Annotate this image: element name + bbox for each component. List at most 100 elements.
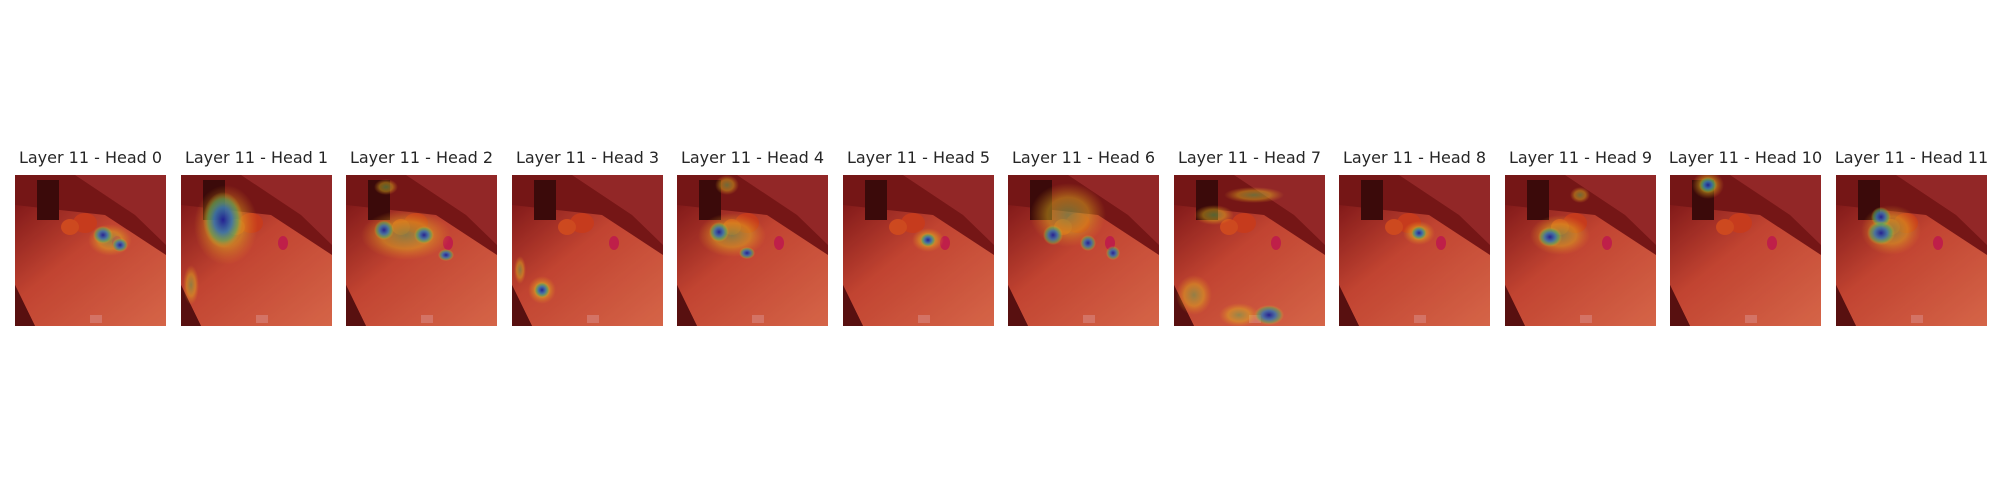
orange-cup	[558, 219, 576, 235]
coffee-machine	[37, 180, 59, 220]
attention-peak	[112, 238, 128, 252]
drawer-handle	[421, 315, 433, 323]
counter-shadow	[346, 285, 366, 326]
drawer-handle	[1414, 315, 1426, 323]
wooden-counter	[843, 205, 994, 326]
wooden-counter	[1339, 205, 1490, 326]
panel-title: Layer 11 - Head 8	[1342, 148, 1487, 167]
drawer-handle	[1083, 315, 1095, 323]
wooden-counter	[1670, 205, 1821, 326]
heatmap-tint	[181, 175, 332, 326]
drawer-handle	[90, 315, 102, 323]
attention-peak	[1106, 246, 1120, 260]
back-wall	[572, 175, 663, 245]
attention-halo	[183, 265, 199, 305]
coffee-machine	[865, 180, 887, 220]
heatmap-tint	[1008, 175, 1159, 326]
drawer-handle	[1911, 315, 1923, 323]
attention-heatmap-image	[512, 175, 663, 326]
heatmap-tint	[15, 175, 166, 326]
attention-peak	[709, 222, 729, 242]
attention-heatmap-image	[181, 175, 332, 326]
attention-heatmap-image	[677, 175, 828, 326]
panel-title: Layer 11 - Head 4	[680, 148, 825, 167]
attention-peak	[438, 249, 454, 261]
back-wall	[1399, 175, 1490, 245]
orange-cup	[61, 219, 79, 235]
attention-peak	[1867, 221, 1895, 245]
attention-peak	[534, 282, 550, 298]
heatmap-tint	[843, 175, 994, 326]
orange-mug	[1232, 213, 1256, 233]
back-wall	[1565, 175, 1656, 245]
attention-peak	[739, 247, 755, 259]
counter-shadow	[1505, 285, 1525, 326]
orange-mug	[1728, 213, 1752, 233]
pink-object	[1436, 236, 1446, 250]
back-wall	[75, 175, 166, 245]
heatmap-tint	[512, 175, 663, 326]
coffee-machine	[1527, 180, 1549, 220]
pink-object	[774, 236, 784, 250]
attention-halo	[1224, 187, 1284, 203]
pink-object	[1602, 236, 1612, 250]
drawer-handle	[1580, 315, 1592, 323]
heatmap-tint	[346, 175, 497, 326]
back-wall	[1896, 175, 1987, 245]
attention-peak	[1080, 235, 1096, 251]
panel-title: Layer 11 - Head 11	[1834, 148, 1989, 167]
pink-object	[609, 236, 619, 250]
orange-cup	[1385, 219, 1403, 235]
counter-shadow	[15, 285, 35, 326]
panel-title: Layer 11 - Head 10	[1668, 148, 1823, 167]
orange-mug	[901, 213, 925, 233]
panel-title: Layer 11 - Head 7	[1177, 148, 1322, 167]
back-wall	[241, 175, 332, 245]
back-wall	[1234, 175, 1325, 245]
coffee-machine	[534, 180, 556, 220]
attention-halo	[1219, 303, 1259, 326]
coffee-machine	[699, 180, 721, 220]
back-wall	[1068, 175, 1159, 245]
pink-object	[1767, 236, 1777, 250]
orange-mug	[570, 213, 594, 233]
coffee-machine	[1361, 180, 1383, 220]
attention-heatmap-image	[1670, 175, 1821, 326]
heatmap-tint	[1339, 175, 1490, 326]
attention-halo	[1570, 187, 1590, 203]
attention-peak	[1538, 227, 1562, 247]
attention-heatmap-image	[1174, 175, 1325, 326]
drawer-handle	[256, 315, 268, 323]
counter-shadow	[1836, 285, 1856, 326]
panel-title: Layer 11 - Head 6	[1011, 148, 1156, 167]
attention-peak	[414, 226, 434, 244]
counter-shadow	[512, 285, 532, 326]
counter-shadow	[1339, 285, 1359, 326]
counter-shadow	[1670, 285, 1690, 326]
heatmap-tint	[1670, 175, 1821, 326]
heatmap-tint	[1174, 175, 1325, 326]
heatmap-tint	[1836, 175, 1987, 326]
attention-peak	[920, 233, 936, 247]
heatmap-tint	[677, 175, 828, 326]
attention-halo	[514, 256, 526, 284]
pink-object	[278, 236, 288, 250]
attention-heatmap-image	[843, 175, 994, 326]
panel-title: Layer 11 - Head 0	[18, 148, 163, 167]
attention-peak	[203, 192, 243, 248]
orange-cup	[1716, 219, 1734, 235]
attention-heatmap-image	[15, 175, 166, 326]
panel-title: Layer 11 - Head 5	[846, 148, 991, 167]
attention-heatmap-image	[1836, 175, 1987, 326]
pink-object	[1271, 236, 1281, 250]
attention-peak	[1254, 305, 1284, 325]
panel-title: Layer 11 - Head 9	[1508, 148, 1653, 167]
attention-peak	[1411, 226, 1427, 240]
orange-cup	[889, 219, 907, 235]
drawer-handle	[752, 315, 764, 323]
attention-heatmap-image	[1505, 175, 1656, 326]
attention-halo	[1176, 275, 1212, 315]
pink-object	[1933, 236, 1943, 250]
panel-title: Layer 11 - Head 3	[515, 148, 660, 167]
